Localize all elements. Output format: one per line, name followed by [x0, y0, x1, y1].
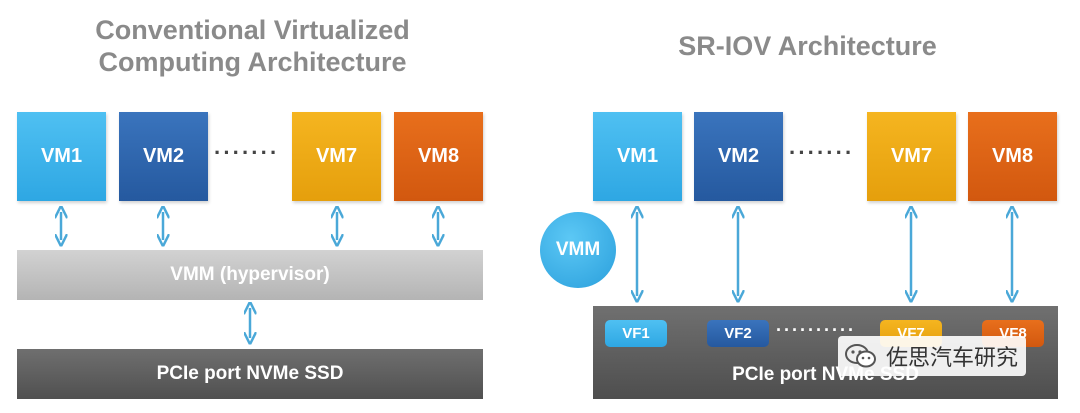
right-vm8-box: VM8: [968, 112, 1057, 201]
hypervisor-bar: VMM (hypervisor): [17, 250, 483, 300]
watermark-text: 佐思汽车研究: [886, 346, 1019, 371]
left-vm1-box: VM1: [17, 112, 106, 201]
right-arrows: [540, 0, 1080, 413]
vf2-badge: VF2: [707, 320, 769, 347]
left-title-line1: Conventional Virtualized: [95, 15, 410, 45]
left-ssd-bar: PCIe port NVMe SSD: [17, 349, 483, 399]
vmm-circle: VMM: [540, 212, 616, 288]
left-vm7-box: VM7: [292, 112, 381, 201]
left-title: Conventional Virtualized Computing Archi…: [60, 14, 445, 78]
vf-ellipsis: ··········: [776, 320, 856, 340]
vf1-badge: VF1: [605, 320, 667, 347]
left-vm2-box: VM2: [119, 112, 208, 201]
left-vm-ellipsis: ·······: [214, 140, 280, 165]
right-vm1-box: VM1: [593, 112, 682, 201]
left-vm8-box: VM8: [394, 112, 483, 201]
right-vm2-box: VM2: [694, 112, 783, 201]
watermark: 佐思汽车研究: [838, 336, 1027, 376]
right-vm7-box: VM7: [867, 112, 956, 201]
left-arrows: [0, 0, 540, 413]
right-vm-ellipsis: ·······: [789, 140, 855, 165]
left-title-line2: Computing Architecture: [98, 47, 407, 77]
right-title: SR-IOV Architecture: [678, 31, 937, 61]
wechat-icon: [845, 344, 876, 368]
